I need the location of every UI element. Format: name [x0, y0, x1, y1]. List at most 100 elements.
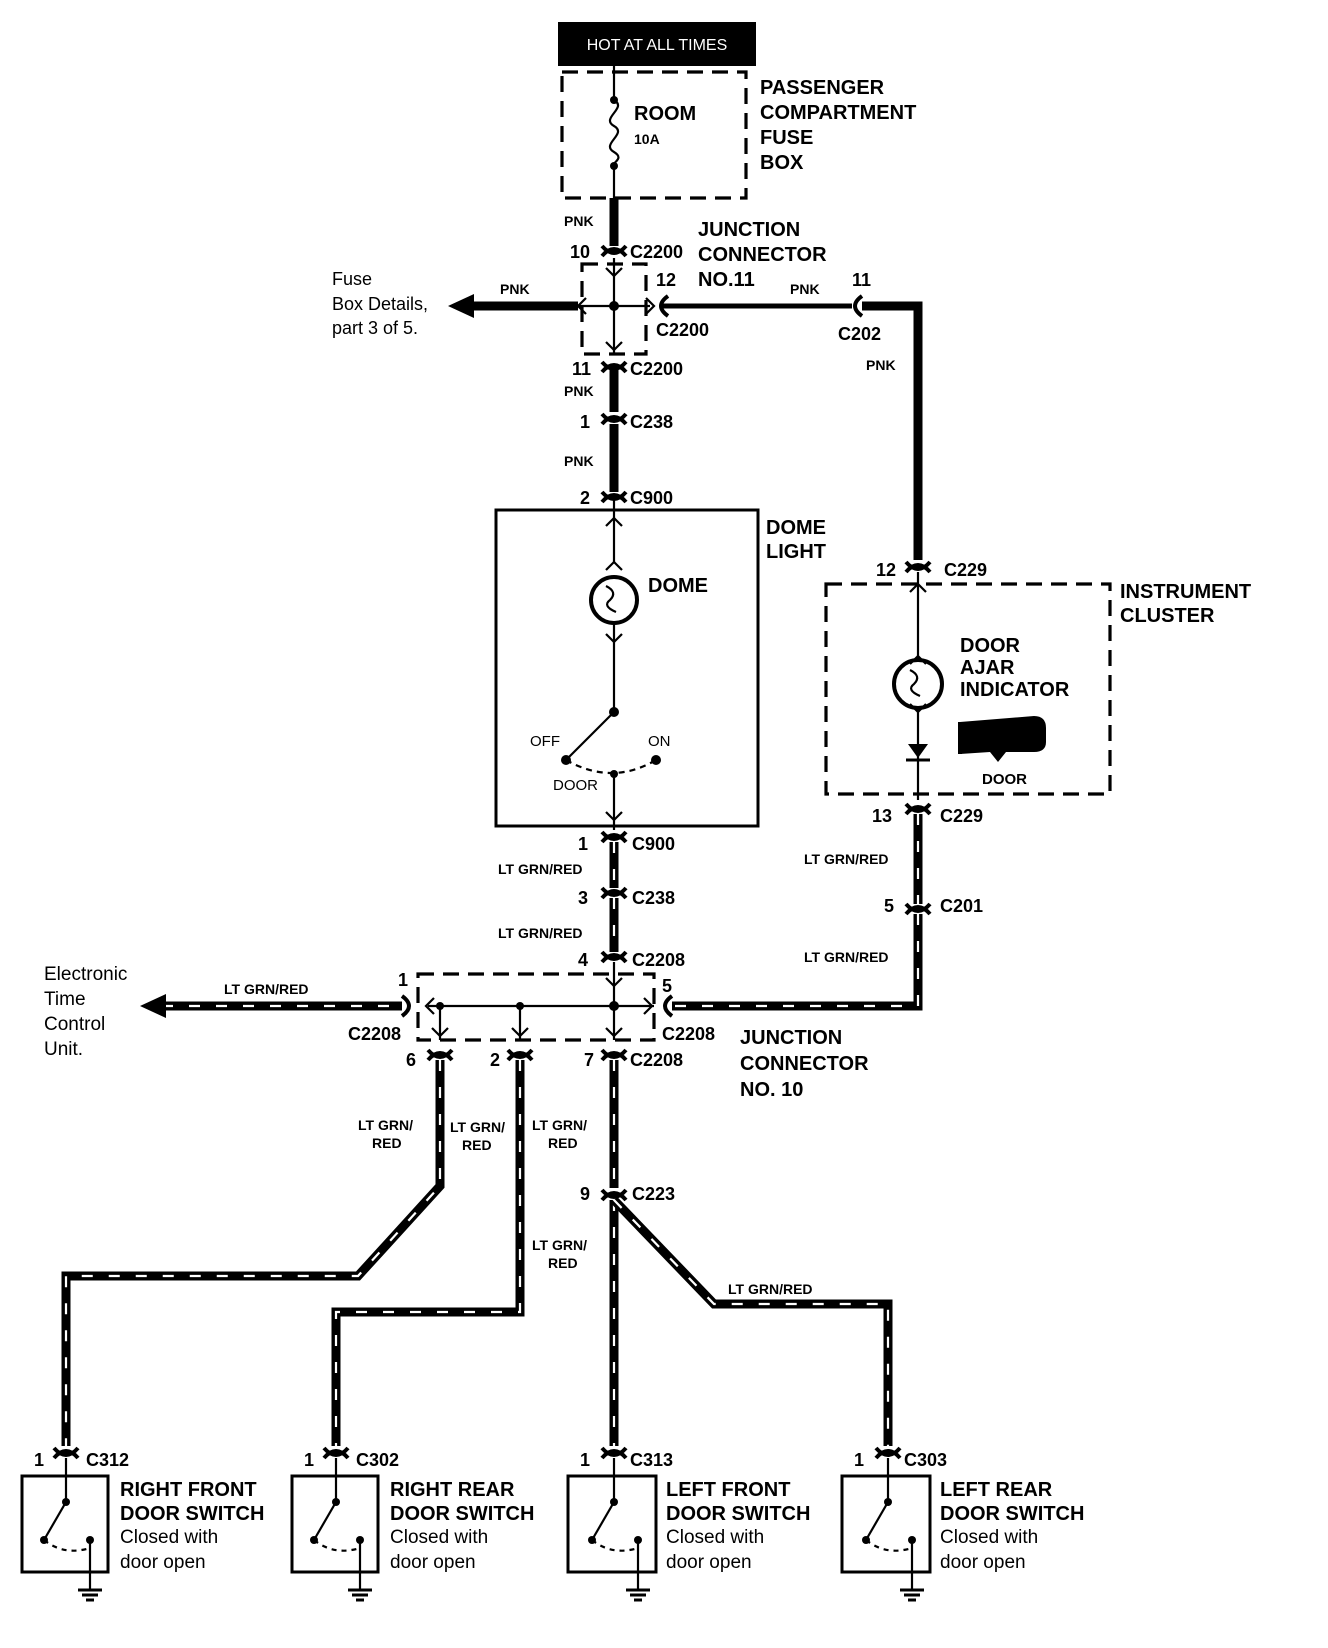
switch-door: DOOR — [553, 777, 598, 794]
dome-light-name-2: LIGHT — [766, 541, 826, 563]
dome-light-name-1: DOME — [766, 517, 826, 539]
rf-desc-2: door open — [120, 1552, 206, 1573]
wire-label-c223-2: RED — [548, 1135, 578, 1151]
door-icon-label: DOOR — [982, 771, 1027, 788]
lf-name-1: LEFT FRONT — [666, 1479, 790, 1501]
wire-label-pnk-right: PNK — [790, 281, 820, 297]
fuse-ref-3: part 3 of 5. — [332, 318, 418, 338]
c900-bottom-name: C900 — [632, 834, 675, 854]
j10-title-1: JUNCTION — [740, 1027, 842, 1049]
c201-pin: 5 — [884, 896, 894, 916]
j11-conn-in: C2200 — [630, 242, 683, 262]
j10-title-2: CONNECTOR — [740, 1053, 869, 1075]
power-source: HOT AT ALL TIMES — [558, 22, 756, 66]
rf-name-2: DOOR SWITCH — [120, 1503, 264, 1525]
diode-icon — [906, 744, 930, 762]
rr-pin: 1 — [304, 1450, 314, 1470]
cluster-name-1: INSTRUMENT — [1120, 581, 1251, 603]
lf-connector: C313 — [630, 1450, 673, 1470]
c238-bottom-name: C238 — [632, 888, 675, 908]
c2208-out-pin-7: 7 — [584, 1050, 594, 1070]
rf-connector: C312 — [86, 1450, 129, 1470]
c202-pin: 11 — [852, 270, 871, 290]
etcu-2: Time — [44, 989, 86, 1010]
c2208-left-name: C2208 — [348, 1024, 401, 1044]
wire-label-ltgrn-3: LT GRN/RED — [804, 851, 889, 867]
wire-label-pnk-c202: PNK — [866, 357, 896, 373]
c229-top-name: C229 — [944, 560, 987, 580]
wire-label-rf-1: LT GRN/ — [358, 1117, 413, 1133]
fuse-symbol — [608, 99, 620, 165]
c900-top-pin: 2 — [580, 488, 590, 508]
junction-connector-10: JUNCTION CONNECTOR NO. 10 1 C2208 5 C220… — [348, 962, 869, 1101]
c238-top-name: C238 — [630, 412, 673, 432]
lr-desc-1: Closed with — [940, 1527, 1038, 1548]
wire-label-lf-2: RED — [548, 1255, 578, 1271]
lf-desc-2: door open — [666, 1552, 752, 1573]
j11-conn-bottom: C2200 — [630, 359, 683, 379]
wire-label-ltgrn-1: LT GRN/RED — [498, 861, 583, 877]
door-ajar-bulb-icon — [892, 658, 944, 710]
lr-name-1: LEFT REAR — [940, 1479, 1053, 1501]
j11-title-3: NO.11 — [698, 269, 755, 291]
j11-conn-right: C2200 — [656, 320, 709, 340]
fuse-name: ROOM — [634, 103, 696, 125]
wire-label-ltgrn-2: LT GRN/RED — [498, 925, 583, 941]
indicator-line-1: DOOR — [960, 635, 1021, 657]
rr-desc-2: door open — [390, 1552, 476, 1573]
c238-bottom-pin: 3 — [578, 888, 588, 908]
lr-desc-2: door open — [940, 1552, 1026, 1573]
wire-ltgrn-rr — [331, 1060, 525, 1446]
arrow-etcu — [140, 994, 166, 1018]
fuse-box-name-4: BOX — [760, 152, 804, 174]
rf-desc-1: Closed with — [120, 1527, 218, 1548]
dome-bulb-icon — [589, 575, 639, 625]
c223-pin: 9 — [580, 1184, 590, 1204]
door-switch-left-front: 1 C313 LEFT FRONT DOOR SWITCH Closed wit… — [566, 1446, 810, 1602]
wire-label-pnk-1: PNK — [564, 213, 594, 229]
lr-connector: C303 — [904, 1450, 947, 1470]
rr-connector: C302 — [356, 1450, 399, 1470]
c202-name: C202 — [838, 324, 881, 344]
c201-name: C201 — [940, 896, 983, 916]
wire-pnk-c202 — [862, 301, 923, 560]
fuse-box-name-1: PASSENGER — [760, 77, 885, 99]
j11-pin-right: 12 — [656, 270, 676, 290]
j11-title-1: JUNCTION — [698, 219, 800, 241]
door-switch-right-front: 1 C312 RIGHT FRONT DOOR SWITCH Closed wi… — [20, 1446, 264, 1602]
wire-label-rr-1: LT GRN/ — [450, 1119, 505, 1135]
c2208-out-name: C2208 — [630, 1050, 683, 1070]
instrument-cluster: DOOR DOOR AJAR INDICATOR INSTRUMENT CLUS… — [824, 572, 1251, 800]
c238-top-pin: 1 — [580, 412, 590, 432]
c2208-top-name: C2208 — [632, 950, 685, 970]
indicator-line-2: AJAR — [960, 657, 1015, 679]
fuse-ref-1: Fuse — [332, 269, 372, 289]
wire-label-ltgrn-4: LT GRN/RED — [804, 949, 889, 965]
c229-bottom-name: C229 — [940, 806, 983, 826]
rr-name-2: DOOR SWITCH — [390, 1503, 534, 1525]
door-switch-right-rear: 1 C302 RIGHT REAR DOOR SWITCH Closed wit… — [290, 1446, 534, 1602]
wire-label-lr: LT GRN/RED — [728, 1281, 813, 1297]
etcu-1: Electronic — [44, 964, 127, 985]
c2208-out-pin-6: 6 — [406, 1050, 416, 1070]
etcu-4: Unit. — [44, 1039, 83, 1060]
j11-pin-bottom: 11 — [572, 359, 591, 379]
c2208-left-pin: 1 — [398, 970, 408, 990]
switch-off: OFF — [530, 733, 560, 750]
j10-title-3: NO. 10 — [740, 1079, 803, 1101]
lf-pin: 1 — [580, 1450, 590, 1470]
power-label-box — [558, 22, 756, 66]
lf-name-2: DOOR SWITCH — [666, 1503, 810, 1525]
lr-name-2: DOOR SWITCH — [940, 1503, 1084, 1525]
indicator-line-3: INDICATOR — [960, 679, 1070, 701]
c223-name: C223 — [632, 1184, 675, 1204]
fuse-box-name-3: FUSE — [760, 127, 813, 149]
fuse-ref-2: Box Details, — [332, 294, 428, 314]
wire-label-pnk-left: PNK — [500, 281, 530, 297]
c900-bottom-pin: 1 — [578, 834, 588, 854]
c2208-right-name: C2208 — [662, 1024, 715, 1044]
c229-bottom-pin: 13 — [872, 806, 892, 826]
arrow-fuse-ref — [448, 294, 474, 318]
j11-pin-in: 10 — [570, 242, 590, 262]
